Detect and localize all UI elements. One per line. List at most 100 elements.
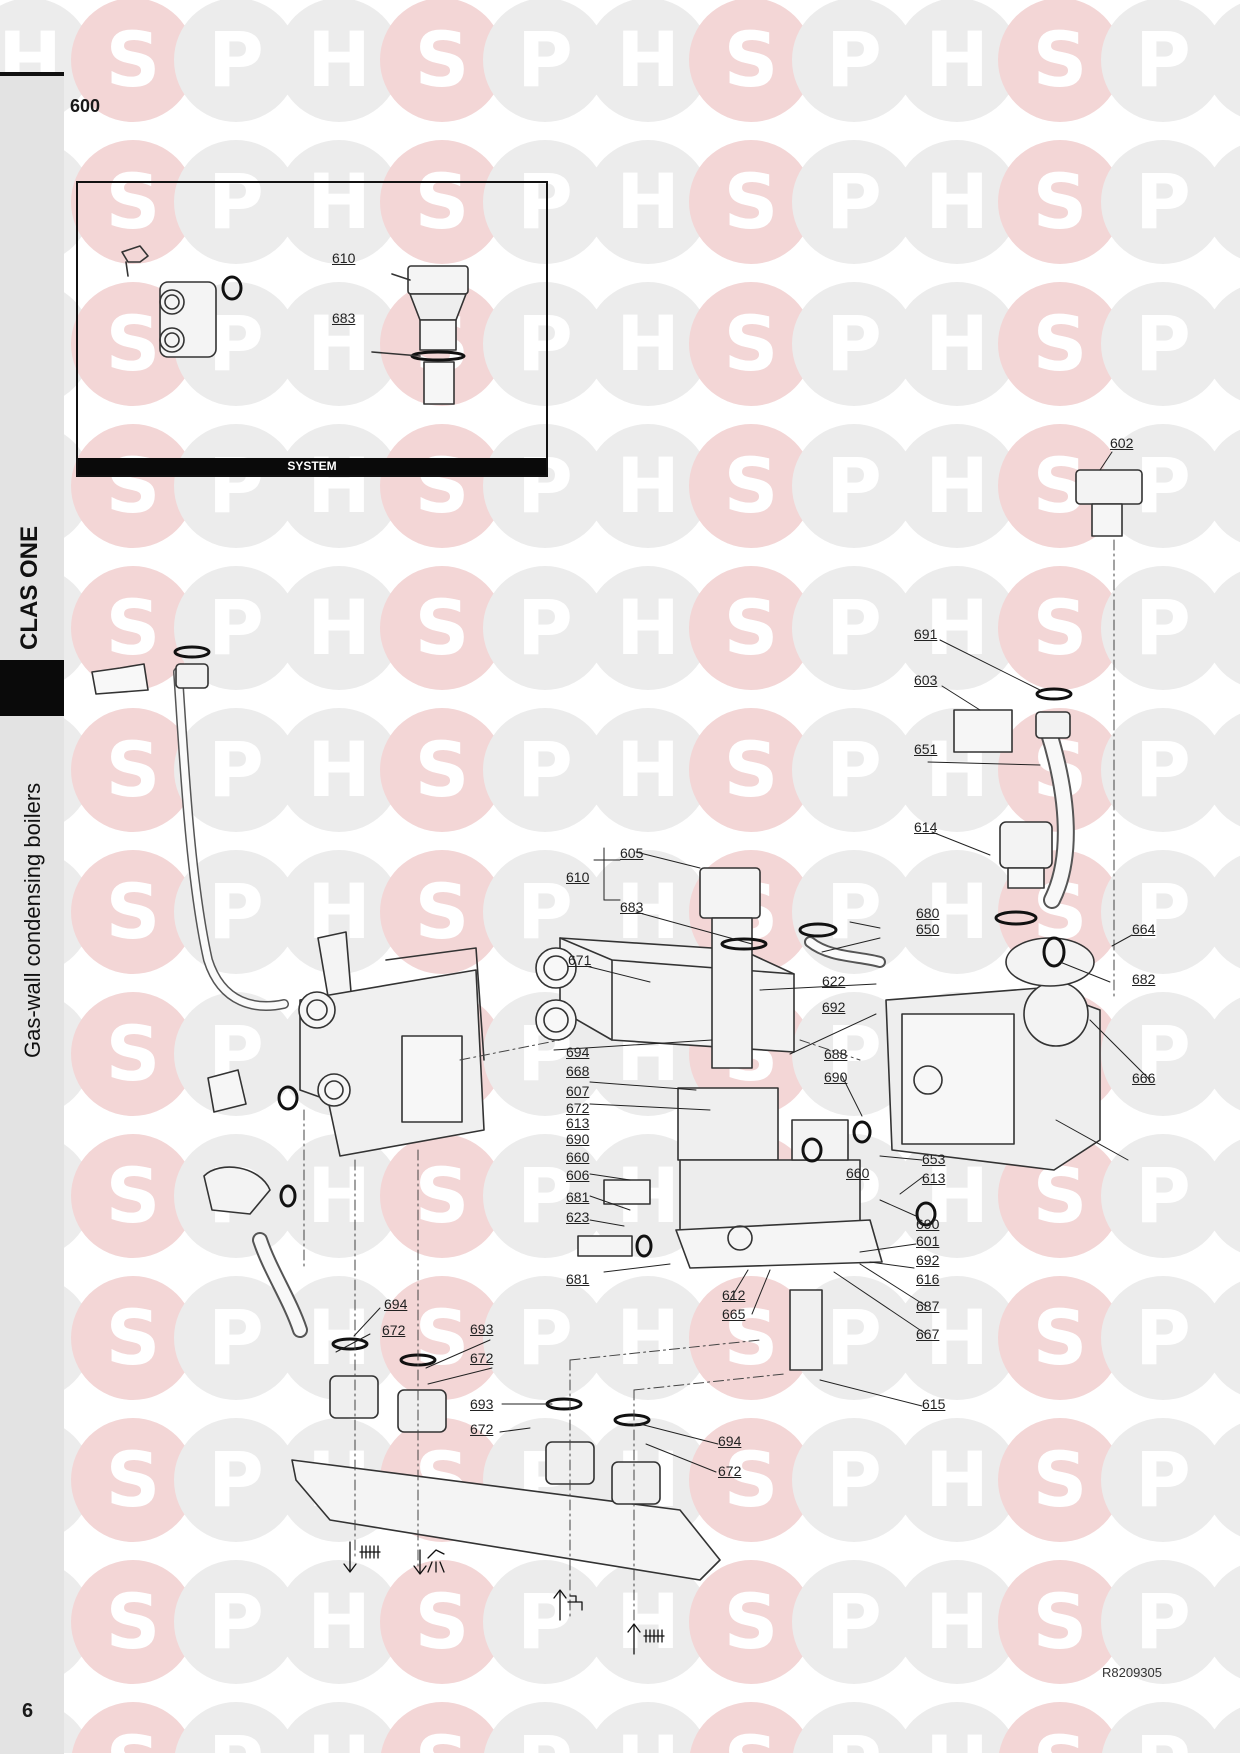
watermark-letter: H: [1234, 441, 1240, 530]
watermark-circle: [71, 1418, 195, 1542]
side-top-rule: [0, 72, 64, 76]
watermark-circle: [277, 566, 401, 690]
watermark-letter: P: [1135, 1719, 1191, 1753]
watermark-circle: [792, 708, 916, 832]
watermark-circle: [1204, 997, 1240, 1111]
watermark-letter: H: [616, 583, 680, 672]
watermark-letter: P: [1135, 1151, 1191, 1240]
watermark-circle: [792, 1276, 916, 1400]
watermark-circle: [689, 566, 813, 690]
watermark-letter: S: [724, 583, 779, 672]
watermark-circle: [1204, 1281, 1240, 1395]
watermark-letter: H: [925, 1719, 989, 1753]
watermark-circle: [689, 282, 813, 406]
watermark-letter: P: [208, 15, 264, 104]
watermark-letter: H: [925, 441, 989, 530]
watermark-letter: H: [925, 299, 989, 388]
watermark-circle: [792, 282, 916, 406]
watermark-circle: [586, 140, 710, 264]
watermark-letter: S: [724, 157, 779, 246]
watermark-letter: P: [208, 725, 264, 814]
watermark-letter: P: [517, 299, 573, 388]
watermark-circle: [1204, 287, 1240, 401]
side-bar: [0, 74, 64, 1754]
watermark-letter: H: [616, 299, 680, 388]
watermark-circle: [277, 1560, 401, 1684]
watermark-letter: S: [415, 1719, 470, 1753]
watermark-circle: [277, 0, 401, 122]
watermark-letter: H: [925, 1293, 989, 1382]
pump: [798, 469, 1143, 1171]
watermark-circle: [1204, 1139, 1240, 1253]
watermark-letter: P: [208, 441, 264, 530]
watermark-circle: [1101, 1702, 1225, 1753]
watermark-circle: [380, 1702, 504, 1753]
watermark-circle: [380, 1134, 504, 1258]
watermark-circle: [483, 1276, 607, 1400]
watermark-circle: [792, 1560, 916, 1684]
watermark-letter: P: [826, 441, 882, 530]
watermark-letter: H: [616, 867, 680, 956]
watermark-circle: [174, 566, 298, 690]
watermark-circle: [71, 566, 195, 690]
product-line: Gas-wall condensing boilers: [20, 782, 45, 1058]
watermark-letter: H: [307, 299, 371, 388]
watermark-letter: P: [826, 1719, 882, 1753]
watermark-letter: S: [106, 867, 161, 956]
watermark-circle: [1101, 850, 1225, 974]
watermark-circle: [483, 0, 607, 122]
watermark-letter: P: [826, 15, 882, 104]
watermark-letter: P: [208, 1293, 264, 1382]
watermark-letter: H: [616, 725, 680, 814]
watermark-letter: P: [826, 299, 882, 388]
watermark-circle: [792, 424, 916, 548]
watermark-letter: P: [1135, 441, 1191, 530]
central-valve-group: [577, 867, 937, 1371]
watermark-circle: [998, 424, 1122, 548]
watermark-circle: [71, 708, 195, 832]
watermark-circle: [174, 424, 298, 548]
watermark-letter: P: [826, 725, 882, 814]
section-number: 600: [70, 96, 101, 116]
watermark-letter: P: [208, 1719, 264, 1753]
watermark-circle: [586, 0, 710, 122]
watermark-letter: S: [724, 441, 779, 530]
watermark-letter: H: [925, 867, 989, 956]
watermark-letter: P: [1135, 157, 1191, 246]
watermark-letter: S: [1033, 1435, 1088, 1524]
model-name: CLAS ONE: [16, 525, 43, 650]
watermark-circle: [792, 1702, 916, 1753]
watermark-circle: [483, 566, 607, 690]
watermark-circle: [998, 0, 1122, 122]
centre-lines: [303, 539, 1115, 1651]
watermark-letter: S: [415, 725, 470, 814]
watermark-letter: S: [106, 157, 161, 246]
watermark-circle: [174, 140, 298, 264]
watermark-circle: [689, 1702, 813, 1753]
watermark-circle: [71, 1702, 195, 1753]
watermark-circle: [380, 708, 504, 832]
watermark-letter: S: [106, 725, 161, 814]
watermark-circle: [174, 992, 298, 1116]
watermark-circle: [1101, 424, 1225, 548]
watermark-letter: S: [415, 583, 470, 672]
watermark-circle: [71, 1134, 195, 1258]
watermark-letter: P: [208, 583, 264, 672]
watermark-circle: [1101, 1560, 1225, 1684]
watermark-letter: H: [616, 15, 680, 104]
watermark-letter: H: [1234, 1719, 1240, 1753]
watermark-letter: H: [1234, 1577, 1240, 1666]
watermark-letter: S: [106, 583, 161, 672]
watermark-letter: H: [616, 1719, 680, 1753]
watermark-letter: H: [307, 725, 371, 814]
watermark-letter: H: [925, 1577, 989, 1666]
watermark-circle: [483, 140, 607, 264]
watermark-circle: [380, 566, 504, 690]
leader-lines: [335, 451, 1151, 1473]
drawing-code: R8209305: [1102, 1665, 1162, 1680]
watermark-circle: [895, 282, 1019, 406]
watermark-letter: P: [826, 1293, 882, 1382]
watermark-circle: [1204, 1423, 1240, 1537]
watermark-letter: P: [517, 157, 573, 246]
inset-parts: [121, 245, 469, 405]
